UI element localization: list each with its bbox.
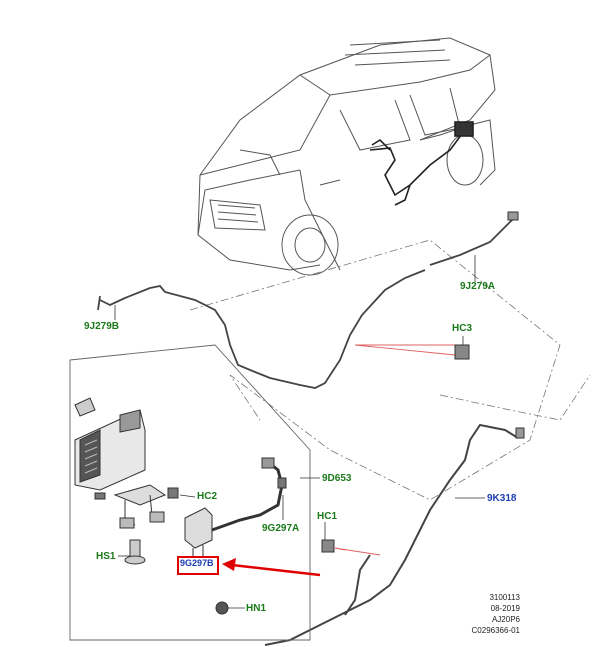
purge-valve — [184, 457, 287, 558]
label-hc1[interactable]: HC1 — [317, 511, 338, 522]
label-9j279a[interactable]: 9J279A — [460, 281, 496, 292]
clip-hc1 — [321, 539, 335, 553]
highlight-arrow — [222, 558, 321, 577]
info-engine: AJ20P6 — [491, 615, 520, 624]
info-code: 3100113 — [489, 593, 520, 602]
canister-box — [69, 344, 311, 641]
label-9k318[interactable]: 9K318 — [487, 493, 517, 504]
label-hc2[interactable]: HC2 — [197, 491, 218, 502]
fuel-pipes — [97, 214, 519, 389]
pipe-9k318 — [264, 423, 519, 646]
info-date: 08-2019 — [490, 604, 520, 613]
clip-hc3 — [454, 344, 470, 360]
label-hn1[interactable]: HN1 — [246, 603, 267, 614]
charcoal-canister — [74, 397, 179, 565]
label-hc3[interactable]: HC3 — [452, 323, 473, 334]
label-hs1[interactable]: HS1 — [96, 551, 116, 562]
label-9g297a[interactable]: 9G297A — [262, 523, 300, 534]
diagram-info: 3100113 08-2019 AJ20P6 C0296366-01 — [440, 592, 520, 636]
info-ref: C0296366-01 — [471, 626, 520, 635]
vehicle-illustration — [197, 37, 496, 276]
label-9g297b[interactable]: 9G297B — [180, 558, 214, 568]
label-9d653[interactable]: 9D653 — [322, 473, 352, 484]
highlight-box — [177, 556, 219, 575]
label-9j279b[interactable]: 9J279B — [84, 321, 120, 332]
vehicle-harness — [369, 121, 474, 206]
leader-lines — [114, 255, 485, 609]
pipe-end-9j279a — [507, 211, 525, 439]
nut-hn1 — [215, 601, 229, 615]
reference-lines — [334, 344, 456, 556]
